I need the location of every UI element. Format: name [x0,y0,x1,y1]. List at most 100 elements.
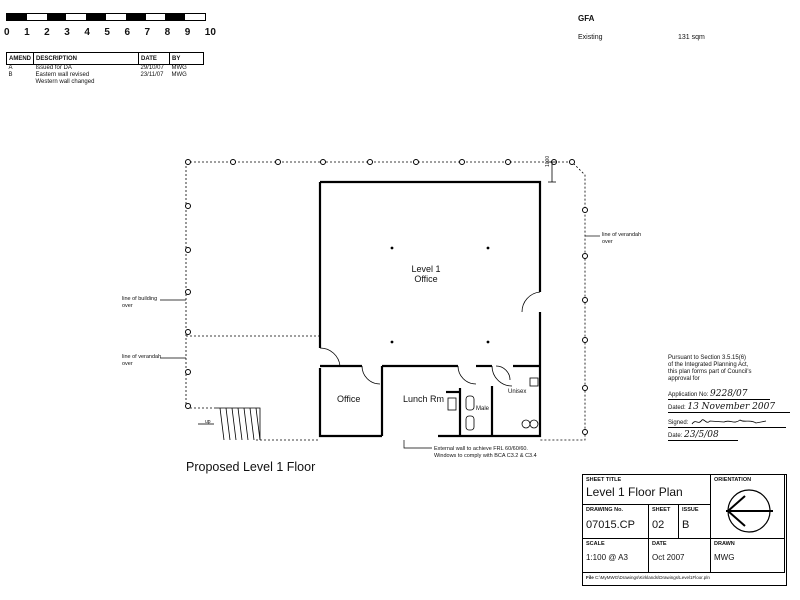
scale-value: 1:100 @ A3 [586,553,628,562]
ceiling-dots [390,246,490,344]
by-cell: MWG [171,72,187,78]
stamp-application-row: Application No: 9228/07 [668,389,770,400]
table-row: Western wall changed [7,79,204,86]
sheet-title-cell: SHEET TITLE Level 1 Floor Plan [583,475,711,505]
file-row: File C:\MyMWG\Drawings\Kirklands\Drawing… [586,575,710,580]
date-cell: DATE Oct 2007 [649,539,711,573]
dimension-marker [548,161,556,183]
cell-label: ISSUE [682,507,699,513]
description-cell: Eastern wall revised [35,72,90,78]
sheet-value: 02 [652,519,665,531]
lunch-room-label: Lunch Rm [403,394,445,404]
cell-label: SHEET TITLE [586,477,622,483]
stairs [198,407,261,441]
stamp-line: approval for [668,376,700,382]
scale-numbers: 0 1 2 3 4 5 6 7 8 9 10 [4,27,216,38]
description-cell: Issued for DA [35,65,72,71]
columns [185,159,588,435]
title-block: SHEET TITLE Level 1 Floor Plan DRAWING N… [582,474,787,586]
drawing-caption: Proposed Level 1 Floor [186,460,316,474]
by-header: BY [169,52,204,65]
issue-cell: ISSUE B [679,505,711,539]
cell-label: DRAWING No. [586,507,623,513]
table-row: A Issued for DA 29/10/07 MWG [7,65,204,73]
scale-num: 1 [24,27,30,38]
scale-num: 0 [4,27,10,38]
north-arrow-icon [726,489,773,533]
scale-num: 2 [44,27,50,38]
scale-cell: SCALE 1:100 @ A3 [583,539,649,573]
gfa-label: Existing [578,34,603,41]
stamp-handwritten: 23/5/08 [684,430,719,440]
gfa-value: 131 sqm [678,34,705,41]
cell-label: DRAWN [714,541,735,547]
cell-label: SHEET [652,507,671,513]
note-line: over [122,360,133,367]
stamp-line: of the Integrated Planning Act, [668,362,749,368]
note-line: line of verandah [602,232,642,238]
external-wall-note: External wall to achieve FRL 60/60/60. W… [434,446,537,459]
verandah-outline [185,161,586,441]
amend-cell: B [8,72,13,78]
stamp-label: Dated: [668,405,686,411]
signature-icon [691,419,767,425]
stair-up-label: up [205,419,211,425]
description-header: DESCRIPTION [33,52,139,65]
note-line: line of verandah [122,354,162,360]
note-line: External wall to achieve FRL 60/60/60. [434,446,528,452]
sheet-title-value: Level 1 Floor Plan [586,485,683,499]
scale-num: 4 [84,27,90,38]
walls [318,180,542,438]
drawn-value: MWG [714,553,735,562]
stamp-signed-row: Signed: [668,417,786,428]
table-row: B Eastern wall revised 23/11/07 MWG [7,72,204,79]
note-line: over [122,302,133,309]
male-room-label: Male [476,406,490,412]
unisex-room-label: Unisex [508,389,527,395]
scale-num: 8 [164,27,171,38]
by-cell: MWG [171,65,187,71]
scale-num: 3 [64,27,70,38]
scale-num: 9 [184,27,191,38]
fixtures [447,377,539,431]
note-line: line of building [122,296,158,302]
dimension-label: 1000 [545,155,551,167]
note-line: over [602,238,613,245]
drawing-no-value: 07015.CP [586,519,635,531]
approval-stamp: Pursuant to Section 3.5.15(6) of the Int… [668,355,793,441]
stamp-dated-row: Dated: 13 November 2007 [668,403,790,413]
amend-header: AMEND [6,52,34,65]
office-room-label: Office [337,394,361,404]
issue-value: B [682,519,690,531]
file-path: C:\MyMWG\Drawings\Kirklands\Drawings\Lev… [595,575,710,580]
cell-label: ORIENTATION [714,477,752,483]
date-cell: 23/11/07 [140,72,164,78]
scale-bar [6,13,206,21]
stamp-handwritten: 9228/07 [710,389,748,399]
cell-label: SCALE [586,541,605,547]
note-line: Windows to comply with BCA C3.2 & C3.4 [434,452,537,459]
stamp-label: Date: [668,433,683,439]
scale-num: 10 [204,27,216,38]
door-swings [319,291,541,387]
stamp-date-row: Date: 23/5/08 [668,430,738,441]
room-label-line: Office [414,274,438,284]
cell-label: File [586,575,594,580]
sheet-cell: SHEET 02 [649,505,679,539]
room-label-line: Level 1 [411,264,441,274]
amendment-table: AMEND DESCRIPTION DATE BY A Issued for D… [6,52,204,86]
description-cell: Western wall changed [35,79,95,85]
cell-label: DATE [652,541,667,547]
stamp-line: this plan forms part of Council's [668,369,752,375]
stamp-line: Pursuant to Section 3.5.15(6) [668,355,747,361]
leader-lines [160,235,600,449]
scale-num: 6 [124,27,131,38]
drawing-no-cell: DRAWING No. 07015.CP [583,505,649,539]
building-note-left: line of building over [122,296,157,309]
verandah-note-left: line of verandah over [122,354,161,367]
verandah-note-right: line of verandah over [602,232,641,245]
main-office-label: Level 1 Office [405,264,447,284]
drawn-cell: DRAWN MWG [711,539,785,573]
orientation-cell: ORIENTATION [711,475,785,539]
